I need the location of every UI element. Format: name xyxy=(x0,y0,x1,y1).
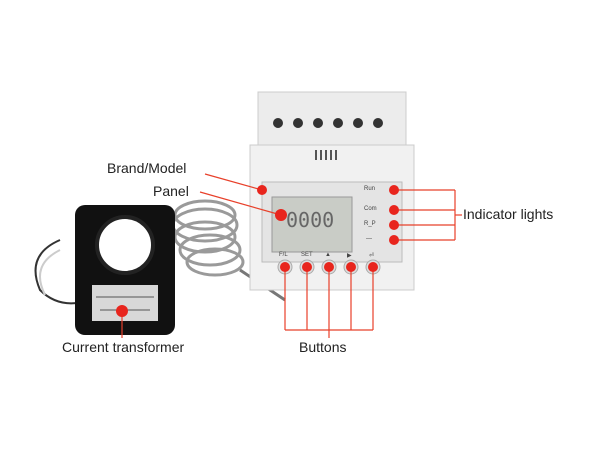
label-brand-model: Brand/Model xyxy=(107,160,187,176)
button-label: ▲ xyxy=(325,252,331,258)
button-label: SET xyxy=(301,252,313,258)
cable-coil xyxy=(171,199,286,302)
label-panel: Panel xyxy=(153,183,189,199)
indicator-label: R_P xyxy=(364,221,376,227)
indicator-label: Run xyxy=(364,186,376,192)
display-reading: 0000 xyxy=(286,208,335,232)
label-buttons: Buttons xyxy=(299,339,347,355)
label-indicator-lights: Indicator lights xyxy=(463,206,554,222)
label-current-transformer: Current transformer xyxy=(62,339,185,355)
button-label: ▶ xyxy=(347,253,352,259)
indicator-label: — xyxy=(366,236,372,242)
indicator-label: Com xyxy=(364,206,377,212)
current-transformer xyxy=(75,205,175,335)
button-label: F/L xyxy=(279,252,288,258)
button-label: ⏎ xyxy=(369,253,375,259)
callout-dots xyxy=(116,185,399,317)
callout-lines xyxy=(121,173,462,338)
